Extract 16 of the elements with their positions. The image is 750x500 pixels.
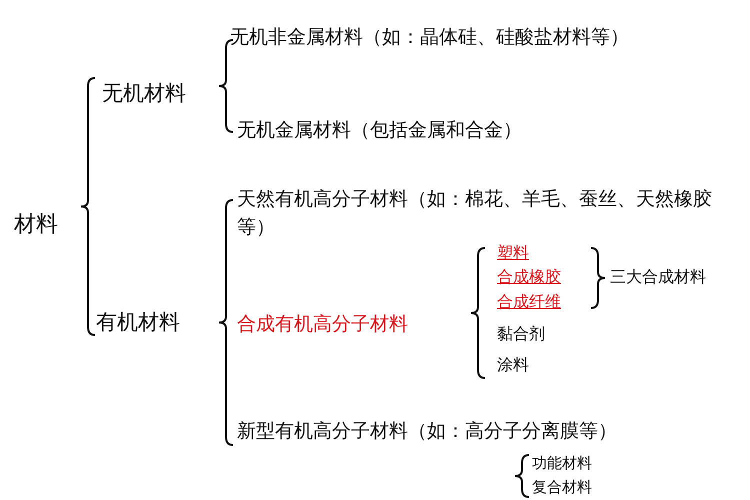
material-label: 复合材料 <box>532 477 592 498</box>
material-label: 天然有机高分子材料（如：棉花、羊毛、蚕丝、天然橡胶等） <box>237 187 713 240</box>
material-label: 合成橡胶 <box>497 266 561 288</box>
material-label: 塑料 <box>497 242 529 264</box>
material-label: 合成纤维 <box>497 290 561 312</box>
material-label: 无机非金属材料（如：晶体硅、硅酸盐材料等） <box>230 25 629 50</box>
category-label: 有机材料 <box>96 309 180 336</box>
material-label: 黏合剂 <box>497 322 545 344</box>
category-label: 无机材料 <box>102 80 186 107</box>
material-label: 涂料 <box>497 354 529 376</box>
material-label: 新型有机高分子材料（如：高分子分离膜等） <box>237 419 617 444</box>
material-label: 合成有机高分子材料 <box>237 312 408 337</box>
material-label: 功能材料 <box>532 453 592 474</box>
material-label: 无机金属材料（包括金属和合金） <box>237 118 522 143</box>
category-label: 材料 <box>14 211 58 239</box>
material-label: 三大合成材料 <box>610 266 706 288</box>
